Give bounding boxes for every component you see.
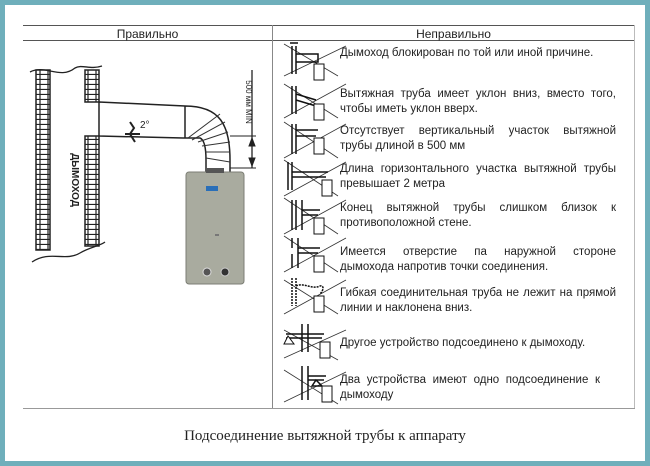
incorrect-item-text: Длина горизонтального участка вытяжной т… — [340, 163, 616, 190]
elbow-segments — [187, 113, 231, 163]
angle-indicator — [125, 121, 140, 143]
incorrect-item-text: Вытяжная труба имеет уклон вниз, вместо … — [340, 88, 616, 115]
chimney-label: ДЫМОХОД — [69, 153, 80, 207]
no-vertical-section-icon — [283, 121, 347, 159]
heater-knob-left — [202, 267, 212, 277]
chimney-right-wall-top — [84, 69, 100, 103]
header-correct: Правильно — [116, 27, 179, 41]
flexible-pipe-icon — [283, 278, 347, 315]
blocked-chimney-icon — [283, 42, 347, 81]
table-top-rule — [23, 25, 635, 26]
heater-indicator — [215, 234, 219, 236]
too-close-wall-icon — [283, 197, 347, 235]
incorrect-item-text: Имеется отверстие па наружной стороне ды… — [340, 246, 616, 273]
table-column-divider — [272, 25, 273, 408]
heater-top-collar — [206, 168, 224, 173]
horizontal-flue-pipe — [98, 101, 186, 139]
incorrect-item-text: Другое устройство подсоединено к дымоход… — [340, 337, 586, 349]
figure-caption: Подсоединение вытяжной трубы к аппарату — [184, 428, 466, 444]
other-device-icon — [283, 324, 347, 361]
two-devices-icon — [283, 366, 347, 405]
incorrect-item-text: Отсутствует вертикальный участок вытяжно… — [340, 125, 616, 152]
header-incorrect: Неправильно — [416, 27, 491, 41]
incorrect-item-text: Гибкая соединительная труба не лежит на … — [340, 287, 616, 314]
table-right-edge — [634, 25, 635, 408]
heater-logo — [206, 186, 218, 191]
chimney-bottom-break — [31, 241, 106, 263]
heater-knob-right — [220, 267, 230, 277]
chimney-left-wall — [35, 69, 51, 251]
downward-slope-icon — [283, 83, 347, 121]
long-horizontal-icon — [283, 159, 347, 197]
incorrect-item-text: Два устройства имеют одно подсоединение … — [340, 374, 600, 401]
dimension-arrows — [230, 135, 256, 169]
chimney-right-wall-bottom — [84, 135, 100, 247]
table-header-rule — [23, 40, 635, 41]
dimension-label: 500 мм MIN — [244, 80, 253, 124]
incorrect-item-text: Конец вытяжной трубы слишком близок к пр… — [340, 202, 616, 229]
page-frame — [5, 5, 645, 461]
chimney-top-break — [29, 65, 103, 74]
correct-installation-diagram: ДЫМОХОД 2° 500 мм MIN — [29, 65, 256, 285]
opening-opposite-icon — [283, 235, 347, 273]
angle-label: 2° — [140, 120, 150, 131]
table-bottom-rule — [23, 408, 635, 409]
incorrect-item-text: Дымоход блокирован по той или иной причи… — [340, 47, 594, 59]
